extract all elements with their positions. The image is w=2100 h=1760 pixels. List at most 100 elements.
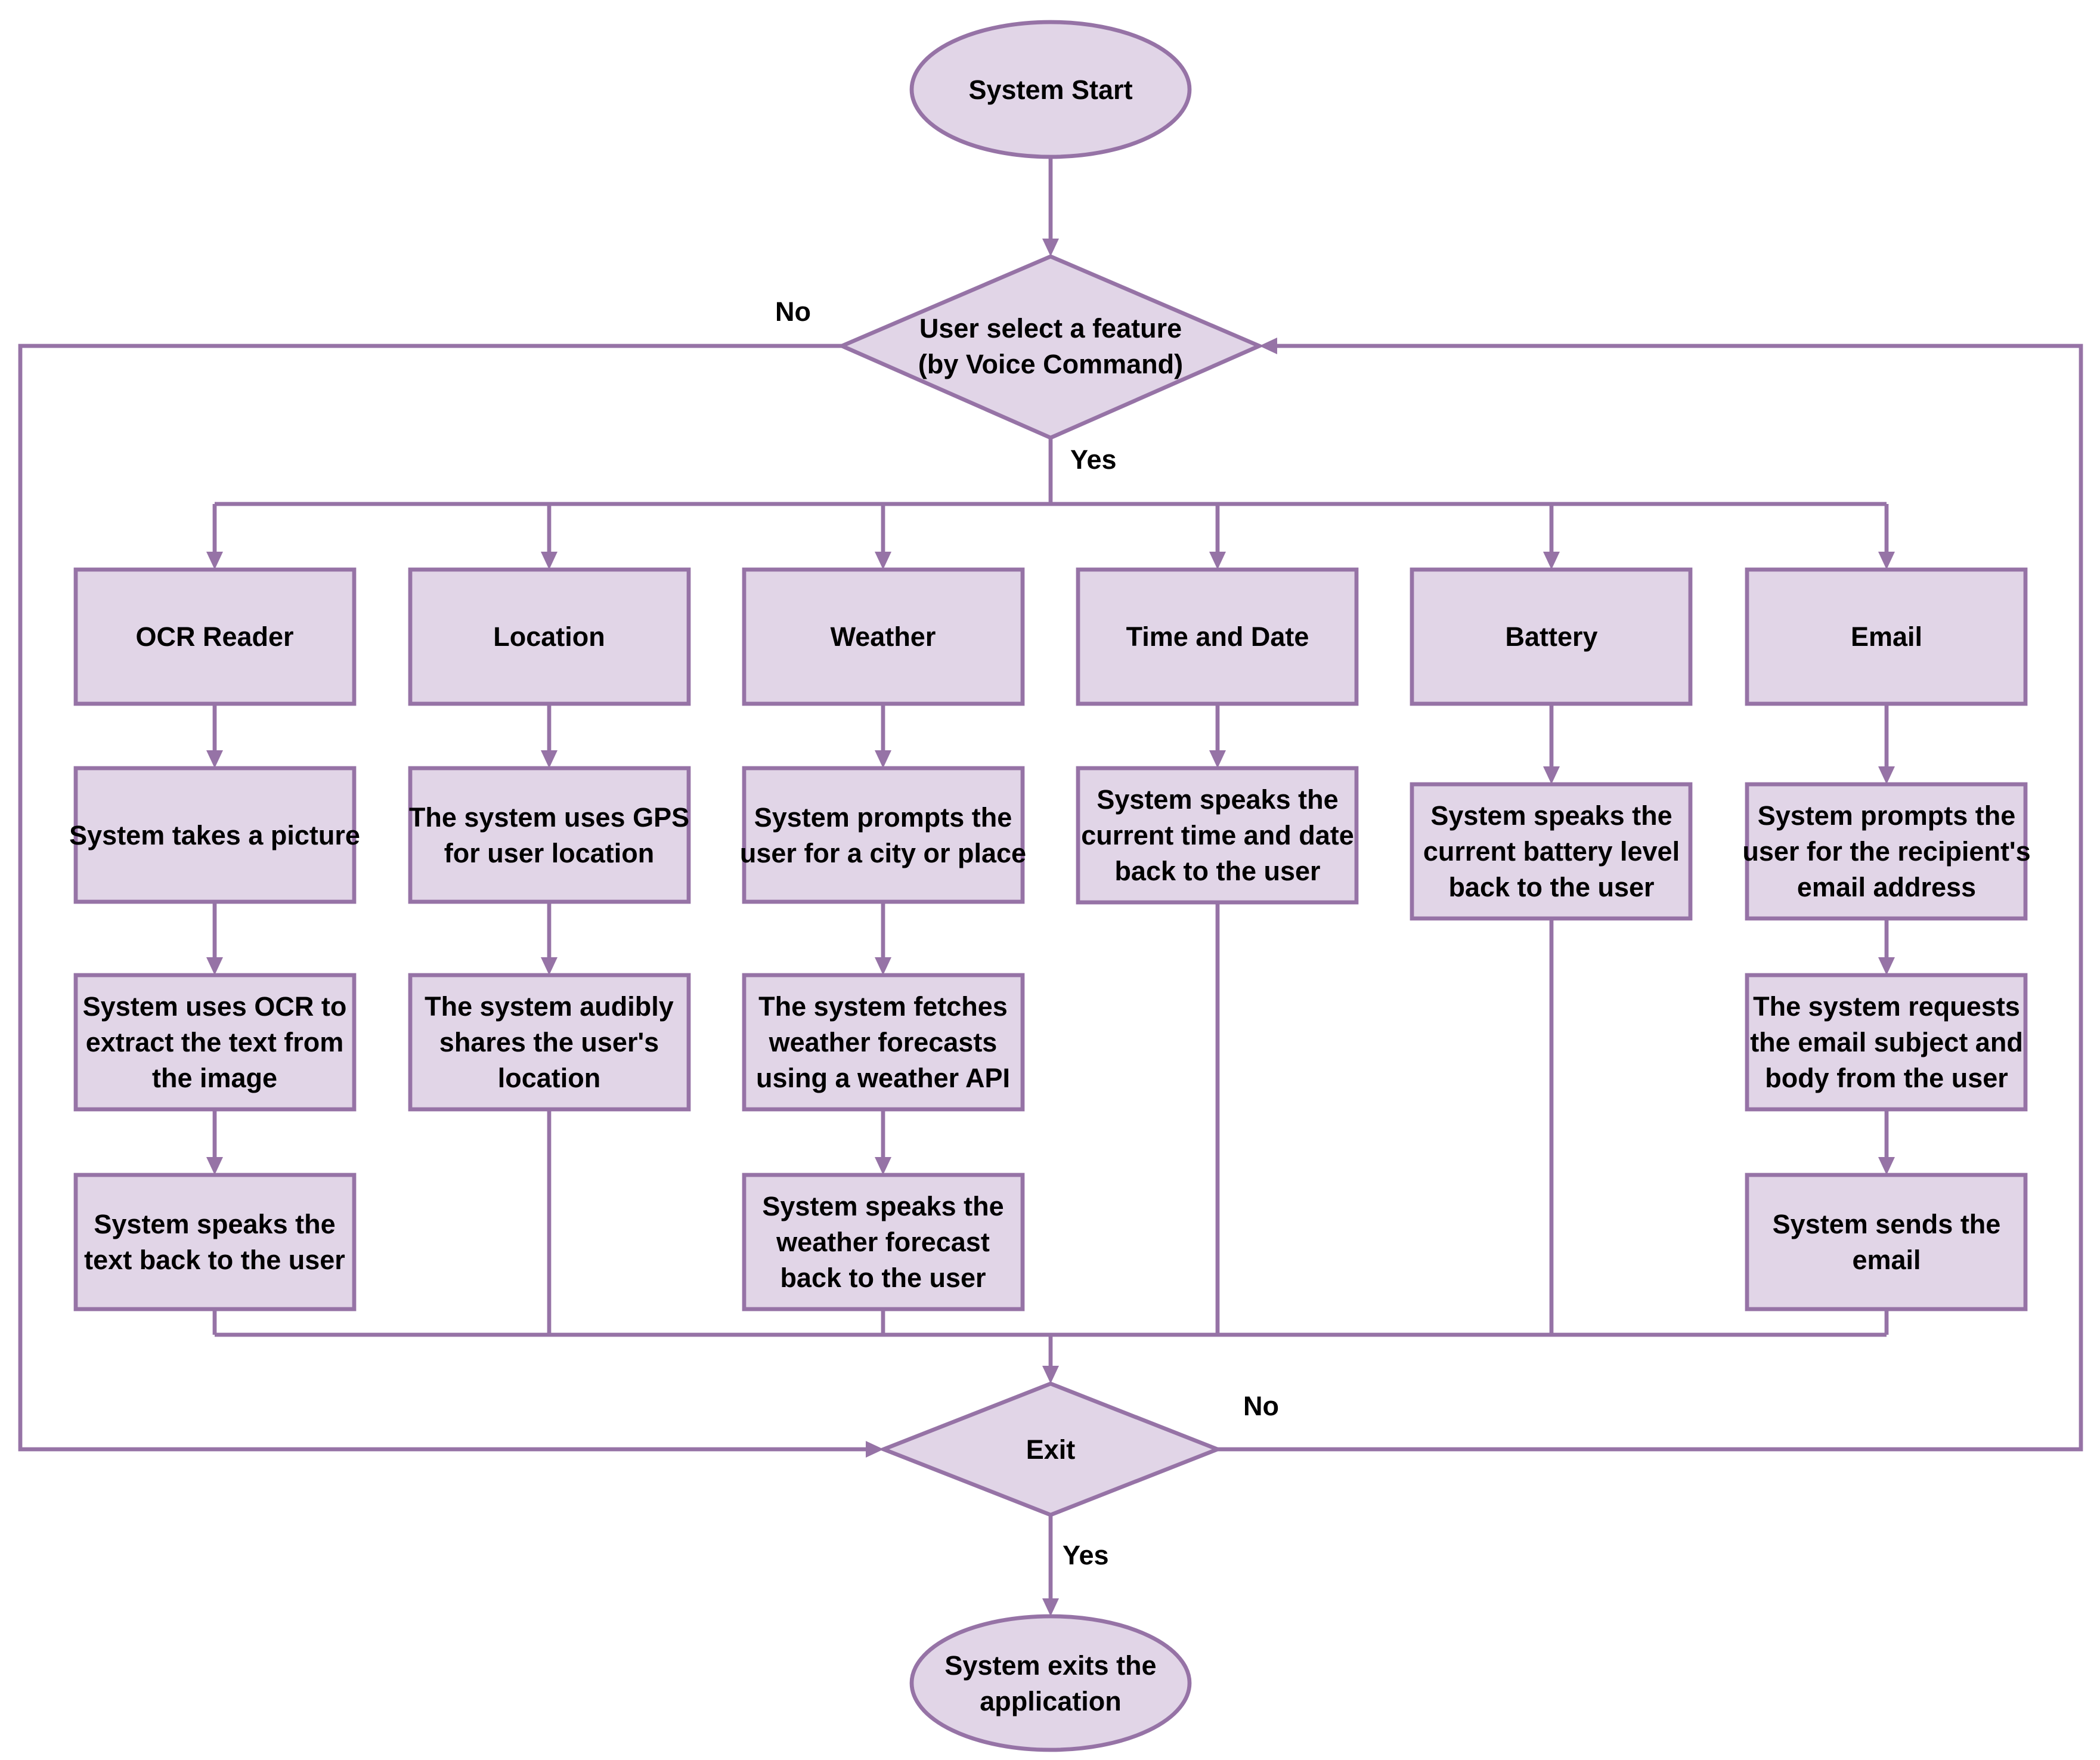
text-line: System prompts the <box>754 802 1012 833</box>
weather-step-1-text: System prompts the user for a city or pla… <box>740 802 1026 868</box>
time-date-text: Time and Date <box>1126 621 1309 652</box>
text-line: System sends the <box>1773 1209 2001 1239</box>
text-line: the image <box>152 1063 277 1093</box>
text-line: user for a city or place <box>740 838 1026 868</box>
text-line: System prompts the <box>1758 800 2016 831</box>
email-step-1-text: System prompts the user for the recipient… <box>1742 800 2030 902</box>
location-text: Location <box>493 621 605 652</box>
weather-box <box>742 567 1025 706</box>
text-line: (by Voice Command) <box>918 349 1183 379</box>
text-line: current battery level <box>1423 836 1680 867</box>
text-line: weather forecast <box>776 1227 990 1257</box>
text-line: text back to the user <box>84 1245 345 1275</box>
ocr-reader-box <box>73 567 357 706</box>
ocr-step-3-box <box>73 1173 357 1312</box>
location-step-2-box <box>408 973 691 1112</box>
text-line: email address <box>1797 872 1976 902</box>
weather-step-3-text: System speaks the weather forecast back to… <box>762 1191 1003 1293</box>
email-step-3-box <box>1745 1173 2028 1312</box>
text-line: The system fetches <box>758 991 1008 1022</box>
text-line: System exits the <box>944 1650 1156 1681</box>
text-line: System speaks the <box>1430 800 1672 831</box>
text-line: back to the user <box>780 1263 986 1293</box>
location-step-1-text: The system uses GPS for user location <box>409 802 689 868</box>
text-line: Location <box>493 621 605 652</box>
exit-yes-label: Yes <box>1063 1540 1109 1570</box>
text-line: user for the recipient's <box>1742 836 2030 867</box>
arrowhead <box>1209 552 1226 570</box>
text-line: System speaks the <box>1097 784 1338 815</box>
arrowhead <box>541 552 557 570</box>
text-line: Email <box>1851 621 1922 652</box>
weather-step-3-box <box>742 1173 1025 1312</box>
email-step-2-box <box>1745 973 2028 1112</box>
arrowhead <box>206 957 223 975</box>
arrowhead <box>1042 1598 1059 1616</box>
text-line: User select a feature <box>919 313 1182 344</box>
text-line: System Start <box>968 75 1132 105</box>
arrowhead <box>1878 1157 1895 1175</box>
text-line: System takes a picture <box>69 820 360 850</box>
text-line: weather forecasts <box>769 1027 998 1057</box>
text-line: application <box>980 1686 1122 1716</box>
email-step-2-text: The system requests the email subject and… <box>1750 991 2023 1093</box>
battery-step-1-box <box>1410 782 1693 921</box>
select-yes-label: Yes <box>1070 444 1117 475</box>
text-line: System speaks the <box>762 1191 1003 1221</box>
text-line: The system uses GPS <box>409 802 689 833</box>
text-line: OCR Reader <box>135 621 293 652</box>
arrowhead <box>206 1157 223 1175</box>
location-step-1-box <box>408 766 691 904</box>
ocr-step-1-text: System takes a picture <box>69 820 360 850</box>
weather-step-1-box <box>742 766 1025 904</box>
feature-decision-text: User select a feature (by Voice Command) <box>918 313 1183 379</box>
text-line: System speaks the <box>94 1209 335 1239</box>
exit-text: Exit <box>1026 1434 1076 1465</box>
text-line: body from the user <box>1765 1063 2008 1093</box>
text-line: Exit <box>1026 1434 1076 1465</box>
text-line: for user location <box>444 838 655 868</box>
email-box <box>1745 567 2028 706</box>
battery-text: Battery <box>1505 621 1597 652</box>
arrowhead <box>541 750 557 768</box>
ocr-step-2-text: System uses OCR to extract the text from t… <box>83 991 347 1093</box>
weather-step-2-box <box>742 973 1025 1112</box>
arrowhead <box>1878 957 1895 975</box>
arrowhead <box>1042 1366 1059 1384</box>
text-line: Time and Date <box>1126 621 1309 652</box>
ocr-reader-text: OCR Reader <box>135 621 293 652</box>
text-line: The system audibly <box>425 991 674 1022</box>
text-line: The system requests <box>1753 991 2020 1022</box>
feature-decision <box>837 254 1265 440</box>
edges <box>18 157 2083 1616</box>
exit-no-label: No <box>1243 1391 1279 1421</box>
text-line: shares the user's <box>439 1027 659 1057</box>
arrowhead <box>1259 338 1277 354</box>
text-line: back to the user <box>1114 856 1320 886</box>
arrowhead <box>1878 766 1895 784</box>
location-box <box>408 567 691 706</box>
arrowhead <box>1878 552 1895 570</box>
text-line: Battery <box>1505 621 1597 652</box>
texts: System Start User select a feature (by Vo… <box>69 75 2031 1716</box>
arrowhead <box>206 750 223 768</box>
exit-decision <box>878 1381 1224 1517</box>
nodes <box>73 20 2028 1752</box>
end-text: System exits the application <box>944 1650 1156 1716</box>
select-no-label: No <box>775 296 811 327</box>
arrowhead <box>875 552 891 570</box>
time-step-1-box <box>1076 766 1359 905</box>
battery-box <box>1410 567 1693 706</box>
arrowhead <box>206 552 223 570</box>
text-line: extract the text from <box>86 1027 344 1057</box>
edge-select-no-loop <box>18 344 872 1452</box>
ocr-step-3-text: System speaks the text back to the user <box>84 1209 345 1275</box>
arrowhead <box>1543 552 1560 570</box>
ocr-step-1-box <box>73 766 357 904</box>
text-line: System uses OCR to <box>83 991 347 1022</box>
text-line: the email subject and <box>1750 1027 2023 1057</box>
ocr-step-2-box <box>73 973 357 1112</box>
arrowhead <box>866 1441 884 1458</box>
